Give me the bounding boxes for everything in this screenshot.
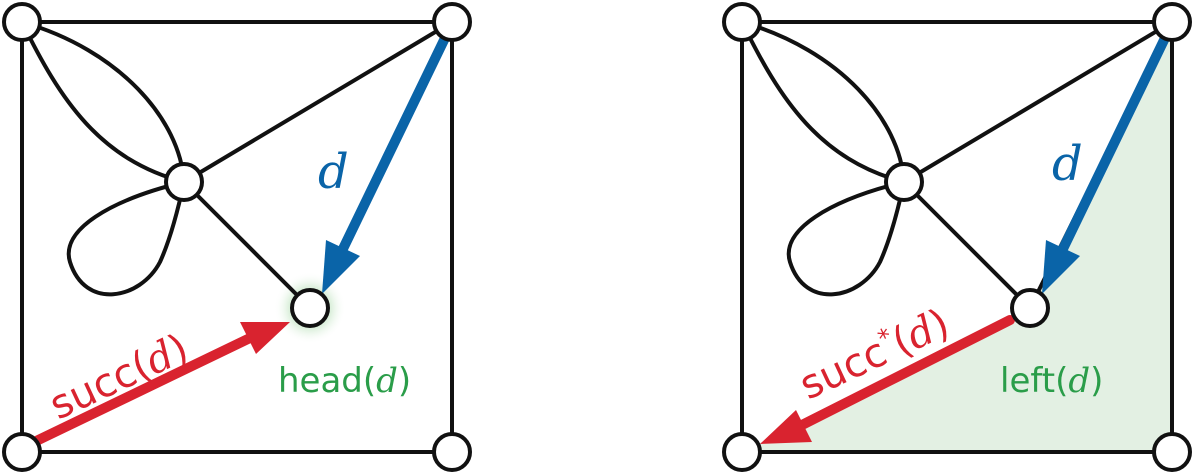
vertex-bottom-left-right bbox=[722, 432, 762, 472]
edge-center-to-head bbox=[182, 180, 312, 310]
succ-d-arrowhead bbox=[240, 322, 290, 354]
vertex-top-left bbox=[2, 2, 42, 42]
vertex-head-right bbox=[1010, 288, 1050, 328]
loop-edge bbox=[66, 180, 186, 297]
outer-face-boundary-right bbox=[740, 20, 1174, 454]
succ-star-d-arrowhead bbox=[760, 410, 812, 444]
succ-d-label: succ(d) bbox=[43, 325, 196, 429]
head-d-label: head(d) bbox=[278, 361, 411, 401]
left-face-region bbox=[742, 22, 1172, 452]
dart-d-arrowhead bbox=[322, 240, 360, 294]
edge-top-left-to-center-upper bbox=[20, 20, 186, 184]
vertex-bottom-right-right bbox=[1152, 432, 1192, 472]
edge-top-right-to-center bbox=[182, 20, 454, 184]
dart-d-arrowhead-right bbox=[1042, 240, 1080, 294]
left-d-label: left(d) bbox=[1000, 361, 1103, 401]
edge-top-left-to-center-lower bbox=[20, 20, 186, 184]
vertex-bottom-right bbox=[432, 432, 472, 472]
succ-star-d-arrow-shaft bbox=[795, 315, 1015, 431]
dart-d-label: d bbox=[318, 144, 349, 200]
left-panel: d succ(d) head(d) bbox=[2, 2, 472, 472]
vertex-top-right bbox=[432, 2, 472, 42]
vertex-head bbox=[290, 288, 330, 328]
vertex-top-left-right bbox=[722, 2, 762, 42]
succ-d-arrow-shaft bbox=[25, 333, 255, 449]
vertex-bottom-left bbox=[2, 432, 42, 472]
edge-top-left-to-center-lower-right bbox=[740, 20, 906, 184]
edge-top-right-to-center-right bbox=[902, 20, 1174, 184]
vertex-center bbox=[164, 162, 204, 202]
loop-edge-right bbox=[786, 180, 906, 297]
outer-face-boundary bbox=[20, 20, 454, 454]
edge-top-left-to-center-upper-right bbox=[740, 20, 906, 184]
dart-d-arrow-shaft-right bbox=[1055, 33, 1170, 260]
vertex-center-right bbox=[884, 162, 924, 202]
right-panel: d succ*(d) left(d) bbox=[722, 2, 1192, 472]
vertex-top-right-right bbox=[1152, 2, 1192, 42]
dart-d-arrow-shaft bbox=[335, 33, 450, 260]
dart-d-label-right: d bbox=[1052, 136, 1083, 192]
edge-center-to-head-right bbox=[902, 180, 1032, 310]
